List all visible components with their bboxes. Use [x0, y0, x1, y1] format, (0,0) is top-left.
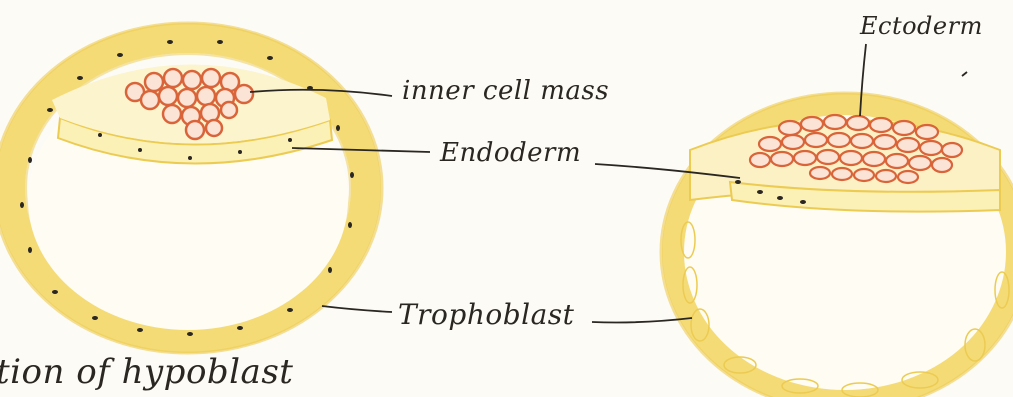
label-inner-cell-mass: inner cell mass	[402, 76, 609, 106]
label-ectoderm: Ectoderm	[860, 12, 983, 40]
label-trophoblast: Trophoblast	[398, 298, 574, 331]
right-blastocyst	[661, 93, 1013, 397]
caption-text: tion of hypoblast	[0, 352, 293, 392]
label-endoderm: Endoderm	[440, 138, 581, 168]
left-blastocyst	[0, 23, 382, 353]
